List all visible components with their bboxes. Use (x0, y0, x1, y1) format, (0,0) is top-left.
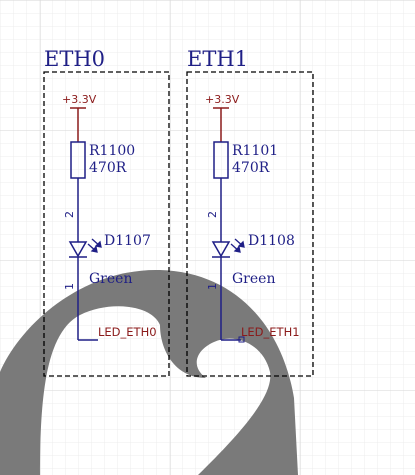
channel-title: ETH0 (44, 47, 105, 71)
led-emission-arrows-icon (87, 238, 102, 253)
led-emission-arrows-icon (230, 238, 245, 253)
resistor-value: 470R (89, 160, 127, 176)
power-label: +3.3V (205, 93, 240, 106)
resistor-ref: R1100 (89, 143, 135, 159)
led-triangle (211, 241, 231, 258)
channel-eth1[interactable]: ETH1 +3.3V R1101 470R 2 D1108 Green 1 LE… (186, 47, 314, 377)
led-pin-cathode: 1 (63, 283, 76, 290)
net-label[interactable]: LED_ETH0 (98, 325, 157, 339)
selection-handle-icon[interactable] (238, 336, 245, 343)
channel-title: ETH1 (187, 47, 248, 71)
led-symbol[interactable] (68, 238, 102, 258)
resistor-value: 470R (232, 160, 270, 176)
led-value: Green (232, 271, 275, 287)
net-label[interactable]: LED_ETH1 (241, 325, 300, 339)
resistor-ref: R1101 (232, 143, 278, 159)
led-ref: D1108 (248, 233, 295, 249)
led-ref: D1107 (104, 233, 151, 249)
channel-eth0[interactable]: ETH0 +3.3V R1100 470R 2 D1107 Green 1 LE… (43, 47, 170, 377)
led-value: Green (89, 271, 132, 287)
led-pin-anode: 2 (206, 211, 219, 218)
channel-box (186, 71, 314, 377)
led-pin-anode: 2 (63, 211, 76, 218)
power-label: +3.3V (62, 93, 97, 106)
channel-box (43, 71, 170, 377)
led-triangle (68, 241, 88, 258)
led-pin-cathode: 1 (206, 283, 219, 290)
logo-watermark (0, 269, 298, 475)
